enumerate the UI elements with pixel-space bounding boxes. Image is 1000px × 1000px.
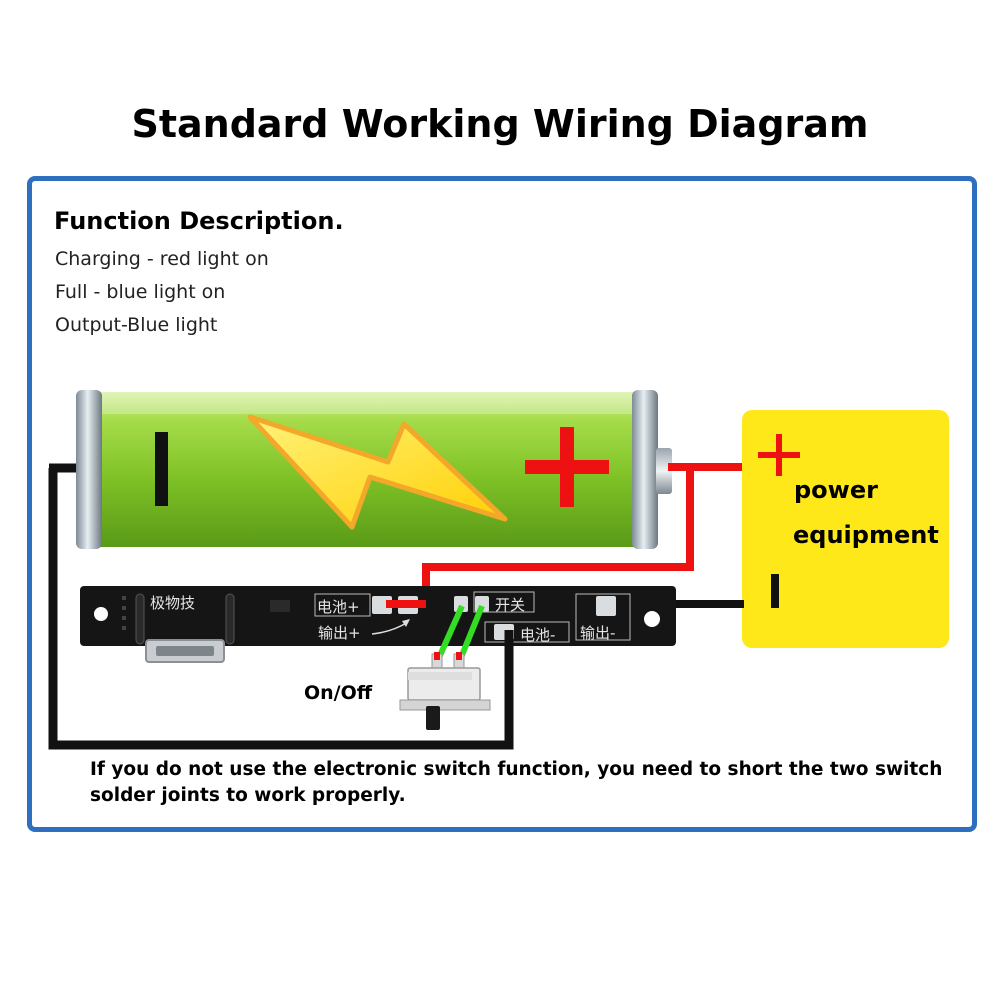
pad-switch-1	[454, 596, 468, 612]
power-equipment-label-line2: equipment	[793, 521, 939, 549]
function-item-output: Output-Blue light	[55, 314, 218, 336]
pad-output-minus	[596, 596, 616, 616]
power-minus-symbol	[771, 574, 779, 608]
diagram-title: Standard Working Wiring Diagram	[131, 102, 869, 146]
green-wire-2	[457, 604, 485, 662]
function-heading: Function Description.	[54, 207, 344, 235]
pcb-mount-hole-right	[644, 611, 660, 627]
pcb-output-plus-label: 输出+	[318, 624, 361, 642]
power-equipment-box	[742, 410, 949, 648]
function-item-full: Full - blue light on	[55, 281, 226, 303]
power-equipment-label-line1: power	[794, 476, 878, 504]
function-item-charging: Charging - red light on	[55, 248, 269, 270]
green-wire-1	[435, 604, 465, 662]
note-text: If you do not use the electronic switch …	[90, 759, 943, 806]
power-plus-symbol	[758, 434, 800, 476]
battery-left-cap	[76, 390, 102, 549]
pcb-output-minus-label: 输出-	[580, 624, 616, 642]
lightning-bolt-icon	[247, 414, 508, 530]
pcb-mount-hole-left	[94, 607, 108, 621]
pcb-board	[80, 586, 676, 663]
pcb-brand-label: 极物技	[150, 594, 196, 612]
pcb-switch-label: 开关	[495, 596, 526, 614]
pcb-battery-minus-label: 电池-	[520, 626, 556, 644]
battery-positive-terminal	[656, 448, 672, 494]
battery-minus-symbol	[155, 432, 168, 506]
battery-plus-symbol	[525, 427, 609, 507]
slide-switch	[399, 652, 491, 730]
pcb-battery-plus-label: 电池+	[317, 598, 360, 616]
switch-slider	[426, 706, 440, 730]
battery	[76, 390, 672, 549]
battery-right-cap	[632, 390, 658, 549]
switch-label: On/Off	[304, 682, 373, 704]
black-wire-battery-negative	[48, 468, 514, 750]
